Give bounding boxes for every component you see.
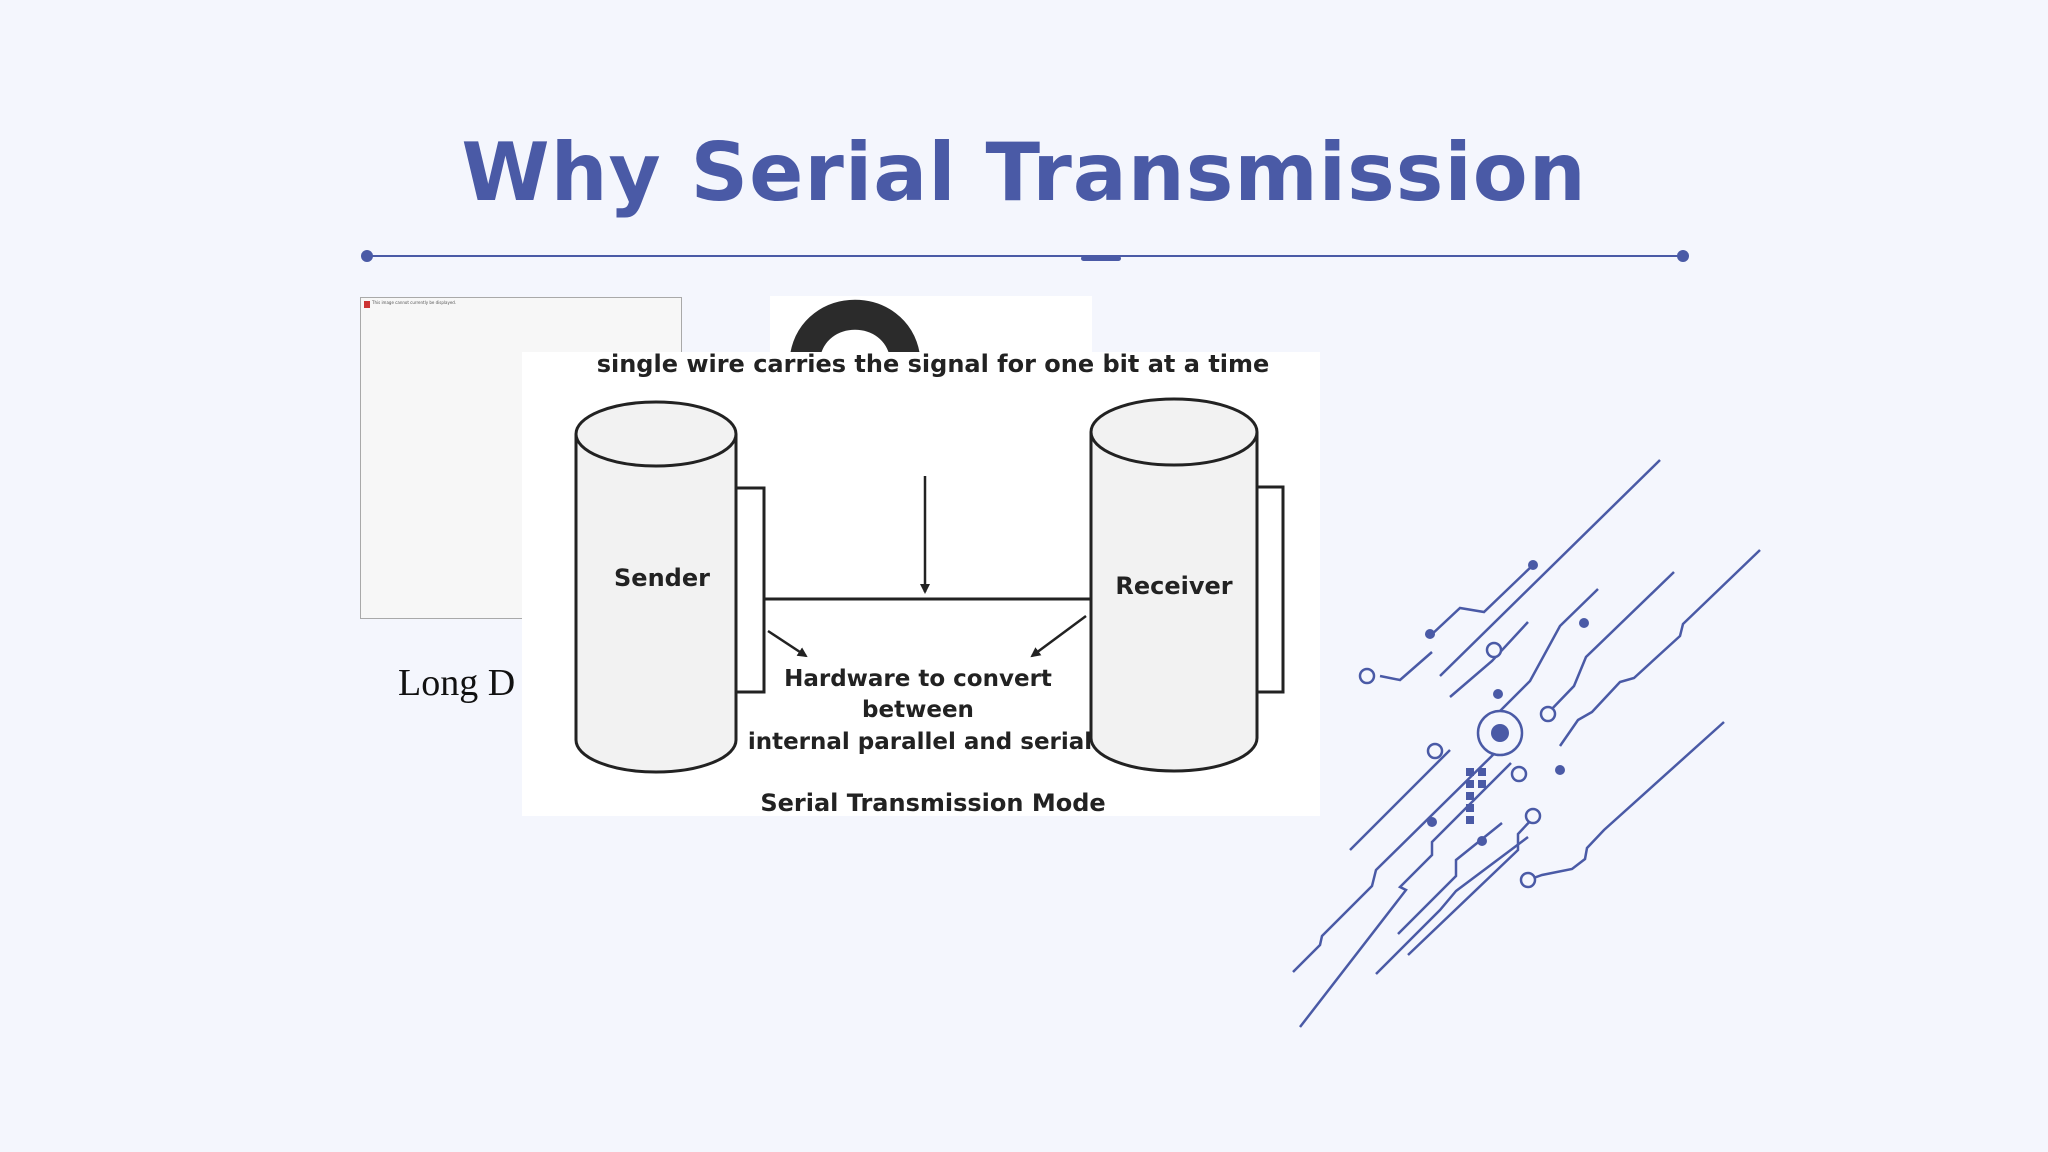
serial-transmission-diagram: single wire carries the signal for one b… [522,350,1320,817]
sender-hardware-arrow [767,629,808,658]
receiver-label: Receiver [1115,572,1232,600]
circuit-board-decoration [1292,459,1761,1028]
receiver-hardware-arrow [1030,614,1087,658]
hardware-label-line3: internal parallel and serial [748,729,1092,755]
receiver-cylinder: Receiver [1089,397,1285,773]
sender-label: Sender [614,564,710,592]
sender-cylinder: Sender [574,400,766,774]
title-divider [361,250,1689,262]
hardware-label-line1: Hardware to convert [784,666,1052,692]
broken-image-alt-text: This image cannot currently be displayed… [372,300,457,305]
broken-image-icon [364,301,370,308]
diagram-top-label: single wire carries the signal for one b… [597,352,1270,378]
diagram-caption: Serial Transmission Mode [760,789,1105,816]
hardware-label-line2: between [862,697,974,723]
image-caption: Long D [398,662,516,704]
slide-title: Why Serial Transmission [461,126,1587,219]
